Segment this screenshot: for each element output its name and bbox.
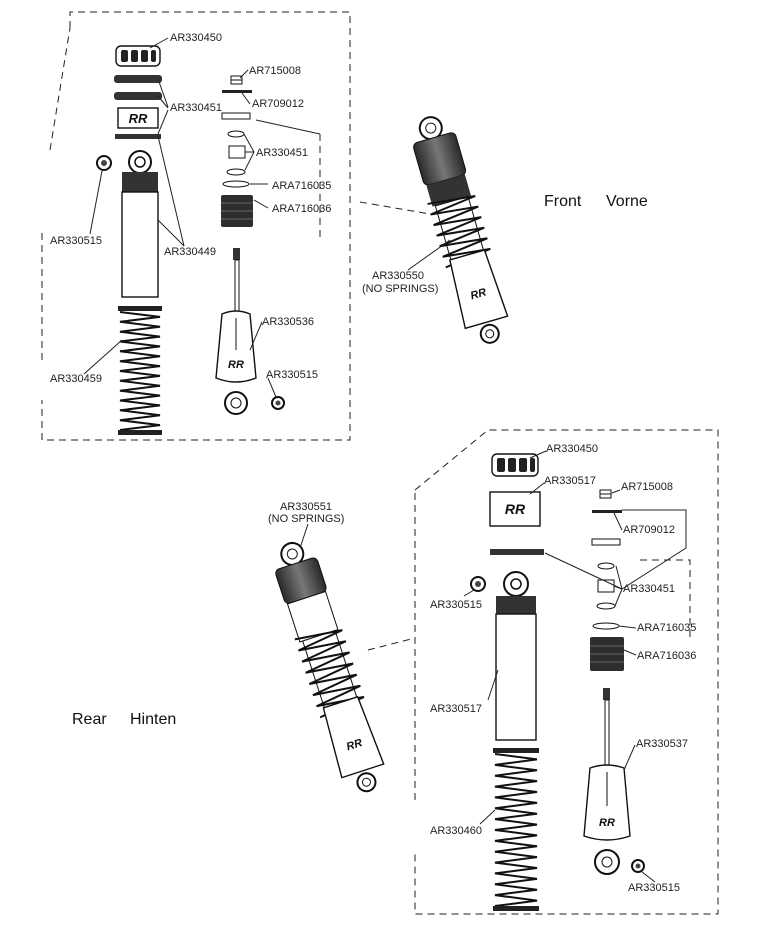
front-leader-lines bbox=[83, 37, 451, 398]
front-shaft-part: RR bbox=[215, 248, 257, 415]
rear-collar-base bbox=[490, 549, 544, 555]
front-collar-part: RR bbox=[117, 107, 159, 129]
front-collar-base bbox=[115, 134, 161, 139]
rear-label-balljoint: AR330515 bbox=[430, 599, 482, 611]
front-label-orings: AR330451 bbox=[256, 147, 308, 159]
rear-heading-de: Hinten bbox=[130, 711, 176, 728]
rear-collar-logo: RR bbox=[505, 501, 526, 517]
front-body-part bbox=[121, 150, 159, 298]
front-label-shim: ARA716035 bbox=[272, 180, 331, 192]
rear-label-collar: AR330517 bbox=[544, 475, 596, 487]
front-ring-1 bbox=[114, 75, 162, 83]
front-ring-2 bbox=[114, 92, 162, 100]
rear-oring-top bbox=[592, 510, 622, 513]
rear-label-spacer: AR330451 bbox=[623, 583, 675, 595]
front-cap-part bbox=[115, 45, 161, 67]
rear-label-assembly-note: (NO SPRINGS) bbox=[268, 513, 344, 525]
rear-label-cap: AR330450 bbox=[546, 443, 598, 455]
rear-label-vent: AR715008 bbox=[621, 481, 673, 493]
rear-piston-part bbox=[590, 637, 624, 671]
rear-vent-part bbox=[599, 489, 612, 499]
front-label-body: AR330449 bbox=[164, 246, 216, 258]
front-shaft-logo: RR bbox=[228, 359, 244, 371]
front-heading: Front bbox=[544, 193, 582, 210]
front-label-piston: ARA716036 bbox=[272, 203, 331, 215]
front-label-assembly-note: (NO SPRINGS) bbox=[362, 283, 438, 295]
rear-label-assembly: AR330551 bbox=[280, 501, 332, 513]
front-label-balljoint2: AR330515 bbox=[266, 369, 318, 381]
rear-label-balljoint2: AR330515 bbox=[628, 882, 680, 894]
rear-heading: Rear bbox=[72, 711, 107, 728]
front-label-shaft: AR330536 bbox=[262, 316, 314, 328]
rear-leader-lines bbox=[299, 450, 687, 883]
rear-balljoint-part bbox=[470, 576, 486, 592]
front-label-assembly: AR330550 bbox=[372, 270, 424, 282]
front-boundary bbox=[41, 11, 431, 441]
rear-body-part bbox=[495, 571, 537, 741]
front-spacer bbox=[228, 145, 246, 159]
front-assembled-logo: RR bbox=[469, 286, 488, 302]
rear-cap-part bbox=[491, 453, 539, 477]
rear-group: RR bbox=[72, 429, 719, 915]
front-oring-small bbox=[227, 130, 245, 138]
rear-label-body: AR330517 bbox=[430, 703, 482, 715]
front-assembled-shock: RR bbox=[413, 116, 509, 344]
front-oring-mid bbox=[226, 168, 246, 176]
rear-shaft-part: RR bbox=[583, 688, 631, 875]
front-vent-part bbox=[230, 75, 243, 85]
front-oring-top bbox=[222, 90, 252, 93]
front-label-spring: AR330459 bbox=[50, 373, 102, 385]
front-label-balljoint: AR330515 bbox=[50, 235, 102, 247]
rear-label-piston: ARA716036 bbox=[637, 650, 696, 662]
front-label-vent: AR715008 bbox=[249, 65, 301, 77]
front-label-rings: AR330451 bbox=[170, 102, 222, 114]
rear-label-shaft: AR330537 bbox=[636, 738, 688, 750]
rear-spring-part bbox=[493, 748, 539, 911]
rear-shaft-logo: RR bbox=[599, 817, 615, 829]
rear-shim bbox=[592, 622, 620, 630]
rear-washer bbox=[591, 538, 621, 546]
rear-label-shim: ARA716035 bbox=[637, 622, 696, 634]
front-collar-logo: RR bbox=[129, 111, 148, 126]
front-washer bbox=[221, 112, 251, 120]
rear-boundary bbox=[367, 429, 719, 915]
front-group: RR bbox=[41, 11, 648, 441]
rear-assembled-shock: RR bbox=[275, 541, 385, 793]
front-balljoint-part bbox=[96, 155, 112, 171]
front-label-oring-top: AR709012 bbox=[252, 98, 304, 110]
front-heading-de: Vorne bbox=[606, 193, 648, 210]
rear-balljoint2-part bbox=[631, 859, 645, 873]
front-balljoint2-part bbox=[271, 396, 285, 410]
front-shim bbox=[222, 180, 250, 188]
front-spring-part bbox=[118, 306, 162, 435]
rear-label-spring: AR330460 bbox=[430, 825, 482, 837]
front-label-cap: AR330450 bbox=[170, 32, 222, 44]
front-piston-part bbox=[221, 195, 253, 227]
rear-label-oring-top: AR709012 bbox=[623, 524, 675, 536]
rear-oring-small bbox=[597, 562, 615, 570]
rear-oring-mid bbox=[596, 602, 616, 610]
rear-assembled-logo: RR bbox=[345, 737, 364, 753]
rear-collar-part: RR bbox=[489, 491, 541, 527]
